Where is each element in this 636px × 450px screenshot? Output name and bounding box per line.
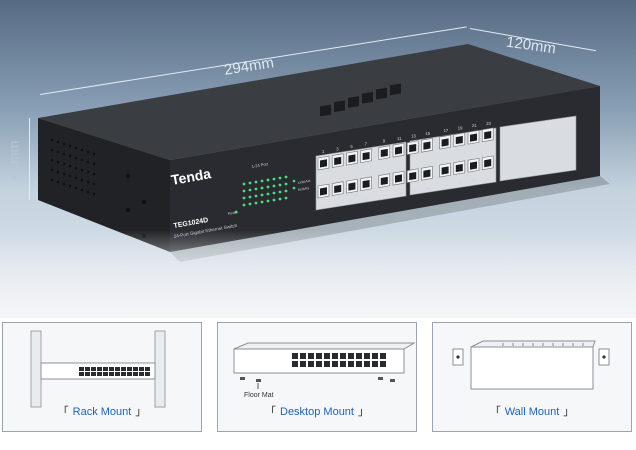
port-number-label: 5 xyxy=(350,144,353,149)
port-number-label: 4 xyxy=(336,202,339,207)
desktop-mount-illustration xyxy=(233,342,416,389)
rj45-port-socket xyxy=(362,179,370,189)
led-group-label: 1-24 Port xyxy=(251,161,269,169)
rj45-port-socket xyxy=(423,169,431,178)
port-number-label: 23 xyxy=(486,121,491,126)
port-number-label: 9 xyxy=(383,139,386,144)
brand-logo: Tenda xyxy=(170,165,213,188)
port-number-label: 20 xyxy=(458,181,463,186)
rj45-port-socket xyxy=(362,151,370,161)
led-legend-activity: Activity xyxy=(297,186,309,192)
rj45-port-socket xyxy=(409,171,417,181)
wall-mount-label: Wall Mount xyxy=(504,406,560,418)
port-number-label: 8 xyxy=(365,197,368,202)
rj45-port-socket xyxy=(320,187,327,196)
port-number-label: 12 xyxy=(397,191,402,196)
rj45-port-socket xyxy=(320,159,327,168)
rack-mount-illustration xyxy=(30,330,166,408)
rj45-port-socket xyxy=(380,148,388,158)
port-number-label: 13 xyxy=(411,134,416,139)
rj45-port-socket xyxy=(455,163,463,173)
height-dimension: 44mm xyxy=(5,140,22,180)
rj45-port-socket xyxy=(441,138,449,147)
power-label: Power xyxy=(227,210,239,216)
port-number-label: 1 xyxy=(322,149,325,154)
port-number-label: 22 xyxy=(472,178,477,183)
port-number-label: 17 xyxy=(444,128,449,133)
rj45-port-socket xyxy=(409,143,417,153)
port-number-label: 11 xyxy=(397,136,402,141)
port-number-label: 3 xyxy=(336,147,339,152)
port-number-label: 6 xyxy=(350,199,353,204)
status-led-matrix xyxy=(234,175,296,214)
product-hero: Tenda TEG1024D 24-Port Gigabit Ethernet … xyxy=(0,0,636,318)
rj45-port-socket xyxy=(334,156,342,166)
wall-mount-caption: 「Wall Mount」 xyxy=(489,406,575,418)
led-legend-link: Link/Act xyxy=(297,179,310,185)
port-number-label: 15 xyxy=(425,131,430,136)
rj45-port-socket xyxy=(395,146,402,155)
wall-mount-panel: 「Wall Mount」 xyxy=(432,322,632,432)
desktop-mount-caption: 「Desktop Mount」 xyxy=(265,406,369,418)
rack-mount-panel: 「Rack Mount」 xyxy=(2,322,202,432)
rj45-port-socket xyxy=(470,133,477,142)
port-number-label: 14 xyxy=(411,189,416,194)
port-number-label: 2 xyxy=(322,204,325,209)
rj45-port-socket xyxy=(348,182,356,191)
rj45-port-socket xyxy=(455,135,463,145)
rj45-port-socket xyxy=(395,174,402,183)
rack-mount-caption: 「Rack Mount」 xyxy=(57,406,147,418)
port-number-label: 7 xyxy=(365,142,368,147)
wall-mount-illustration xyxy=(452,340,610,390)
rj45-port-socket xyxy=(484,159,492,168)
rj45-port-socket xyxy=(334,184,342,194)
port-number-label: 19 xyxy=(458,126,463,131)
rack-mount-label: Rack Mount xyxy=(72,406,132,418)
rj45-port-socket xyxy=(470,161,477,170)
rj45-port-socket xyxy=(423,141,431,150)
rj45-port-socket xyxy=(484,131,492,140)
desktop-mount-label: Desktop Mount xyxy=(280,406,354,418)
port-number-label: 21 xyxy=(472,123,477,128)
rj45-port-socket xyxy=(348,154,356,163)
port-number-label: 16 xyxy=(425,186,430,191)
desktop-mount-panel: Floor Mat 「Desktop Mount」 xyxy=(217,322,417,432)
rj45-port-socket xyxy=(441,166,449,175)
port-number-label: 24 xyxy=(486,176,491,181)
vent-grille xyxy=(50,138,96,196)
port-number-label: 18 xyxy=(444,183,449,188)
floor-mat-label: Floor Mat xyxy=(244,392,274,399)
port-number-label: 10 xyxy=(383,194,388,199)
rj45-port-socket xyxy=(380,176,388,186)
